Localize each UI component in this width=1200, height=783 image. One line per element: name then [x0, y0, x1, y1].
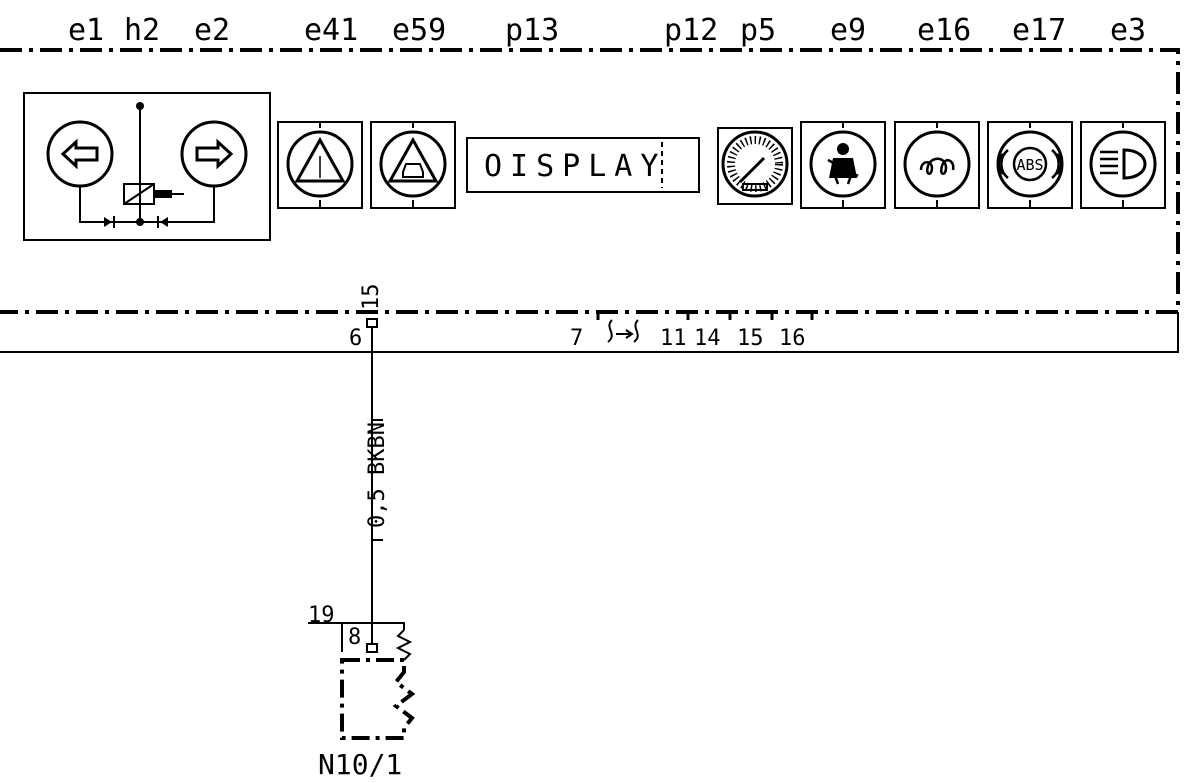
module-boundary	[340, 658, 416, 740]
display-text: OISPLAY	[484, 149, 666, 184]
label-p5: p5	[740, 13, 776, 48]
seatbelt-icon	[800, 121, 886, 209]
connector-pin-ticks	[596, 312, 814, 320]
turn-signal-block	[23, 92, 271, 241]
label-e59: e59	[392, 13, 446, 48]
pin-19-label: 19	[308, 603, 335, 628]
label-p13: p13	[505, 13, 559, 48]
label-h2: h2	[124, 13, 160, 48]
label-e1: e1	[68, 13, 104, 48]
label-e3: e3	[1110, 13, 1146, 48]
wire-bkbn	[371, 327, 383, 644]
component-labels: e1 h2 e2 e41 e59 p13 p12 p5 e9 e16 e17 e…	[68, 13, 1146, 48]
cluster-boundary	[0, 48, 1180, 314]
relay-icon	[123, 183, 184, 205]
turn-signal-bus	[79, 186, 215, 223]
pin-8-label: 8	[348, 625, 361, 650]
high-beam-icon	[1080, 121, 1166, 209]
glow-plug-icon	[894, 121, 980, 209]
pin-11-label: 11	[660, 326, 687, 351]
car-warning-icon	[370, 121, 456, 209]
terminal-15: 15	[359, 284, 384, 328]
ground-label: N10/1	[318, 748, 402, 781]
speedometer-icon	[717, 127, 793, 205]
ground-module: 19 8 N10/1	[308, 603, 416, 781]
left-turn-arrow-icon	[46, 120, 114, 188]
pin-7-label: 7	[570, 326, 583, 351]
pin-15b-label: 15	[737, 326, 764, 351]
connector-strip	[0, 312, 1179, 353]
abs-icon: ABS	[987, 121, 1073, 209]
warning-triangle-icon	[277, 121, 363, 209]
abs-text: ABS	[1016, 156, 1043, 174]
turn-signal-frame	[23, 92, 271, 241]
label-e17: e17	[1012, 13, 1066, 48]
label-e9: e9	[830, 13, 866, 48]
pin-break-icon	[607, 319, 639, 343]
pin-16-label: 16	[779, 326, 806, 351]
junction-dot	[136, 102, 144, 110]
pin-6-label: 6	[349, 326, 362, 351]
label-e2: e2	[194, 13, 230, 48]
display-module: OISPLAY	[466, 137, 700, 193]
label-e16: e16	[917, 13, 971, 48]
wire-label: 0,5 BKBN	[365, 422, 390, 528]
pin-15-label: 15	[359, 284, 384, 311]
right-turn-arrow-icon	[180, 120, 248, 188]
junction-dot	[136, 218, 144, 226]
label-p12: p12	[664, 13, 718, 48]
pin-14-label: 14	[694, 326, 721, 351]
diode-right-icon	[157, 216, 168, 228]
diode-left-icon	[104, 216, 115, 228]
resistor-small-icon	[395, 629, 413, 661]
display-frame	[466, 137, 700, 193]
label-e41: e41	[304, 13, 358, 48]
